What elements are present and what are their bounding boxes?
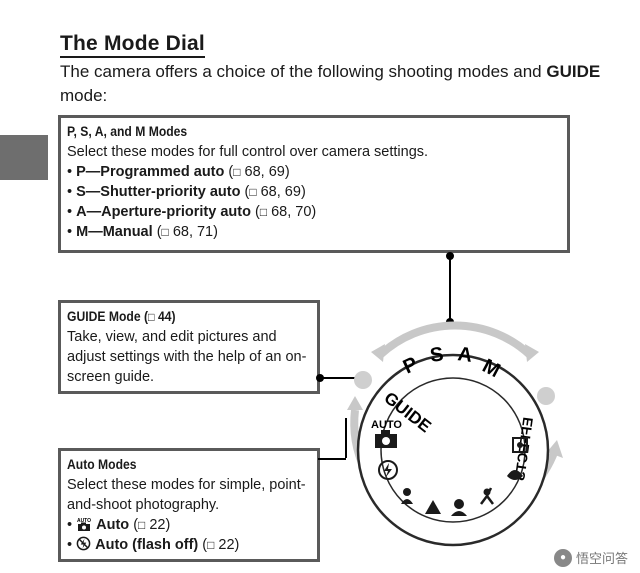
list-item: • S—Shutter-priority auto (□ 68, 69)	[67, 184, 306, 200]
flash-off-icon	[76, 536, 91, 551]
book-icon: □	[148, 310, 155, 324]
chapter-tab	[0, 135, 48, 180]
intro-text: The camera offers a choice of the follow…	[60, 62, 542, 81]
list-item: • AUTO Auto (□ 22)	[67, 517, 171, 533]
dial-flash-off-icon	[378, 460, 398, 480]
auto-leader-line-h	[345, 418, 347, 458]
intro-text-end: mode:	[60, 86, 108, 105]
intro-guide-word: GUIDE	[546, 62, 601, 81]
svg-text:AUTO: AUTO	[77, 518, 91, 524]
dial-sports-icon	[480, 487, 494, 505]
dial-portrait-icon	[401, 488, 413, 504]
intro-paragraph: The camera offers a choice of the follow…	[60, 60, 620, 108]
psam-heading: P, S, A, and M Modes	[67, 124, 188, 139]
auto-camera-icon: AUTO	[77, 518, 91, 531]
auto-list: • AUTO Auto (□ 22) • Auto (flash off) (□…	[67, 515, 311, 555]
guide-heading: GUIDE Mode (□ 44)	[67, 307, 287, 327]
psam-leader-dot	[446, 252, 454, 260]
psam-modes-box: P, S, A, and M Modes Select these modes …	[58, 115, 570, 253]
auto-description: Select these modes for simple, point-and…	[67, 477, 306, 513]
book-icon: □	[249, 185, 257, 199]
guide-description: Take, view, and edit pictures and adjust…	[67, 329, 307, 385]
book-icon: □	[233, 165, 241, 179]
psam-leader-line	[449, 253, 451, 323]
watermark-text: 悟空问答	[575, 551, 628, 566]
psam-description: Select these modes for full control over…	[67, 144, 429, 160]
dial-night-portrait-icon	[512, 437, 528, 453]
book-icon: □	[259, 205, 268, 219]
dial-letter-s: S	[429, 343, 445, 367]
guide-mode-box: GUIDE Mode (□ 44) Take, view, and edit p…	[58, 300, 320, 394]
dial-closeup-icon	[507, 470, 523, 480]
list-item: • A—Aperture-priority auto (□ 68, 70)	[67, 204, 317, 220]
mode-dial-illustration: P S A M GUIDE AUTO EFFECTS	[325, 300, 585, 550]
dial-landscape-icon	[425, 500, 441, 514]
dial-camera-icon	[375, 430, 397, 448]
guide-leader-line	[318, 377, 358, 379]
watermark: ● 悟空问答	[553, 548, 628, 567]
guide-leader-dot	[316, 374, 324, 382]
auto-modes-box: Auto Modes Select these modes for simple…	[58, 448, 320, 562]
list-item: • P—Programmed auto (□ 68, 69)	[67, 164, 290, 180]
watermark-icon: ●	[553, 548, 572, 567]
auto-leader-line-v	[318, 458, 346, 460]
psam-list: • P—Programmed auto (□ 68, 69) • S—Shutt…	[67, 162, 561, 242]
book-icon: □	[138, 518, 146, 532]
book-icon: □	[161, 225, 169, 239]
book-icon: □	[207, 538, 215, 552]
auto-heading: Auto Modes	[67, 457, 137, 472]
dial-child-icon	[451, 499, 467, 516]
dial-letter-a: A	[456, 343, 473, 367]
dial-auto-label: AUTO	[371, 419, 402, 431]
list-item: • M—Manual (□ 68, 71)	[67, 224, 218, 240]
page-title: The Mode Dial	[60, 32, 205, 58]
list-item: • Auto (flash off) (□ 22)	[67, 536, 240, 553]
